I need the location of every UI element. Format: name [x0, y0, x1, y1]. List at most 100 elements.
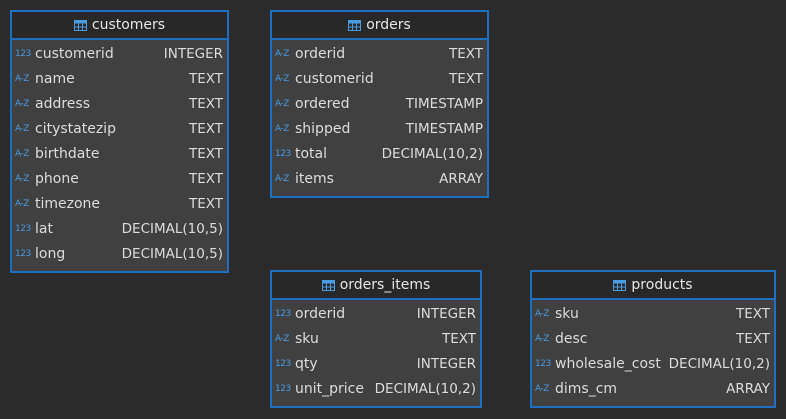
column-type: ARRAY [726, 380, 770, 397]
numeric-type-icon: 123 [275, 308, 291, 319]
entity-header[interactable]: products [532, 272, 774, 300]
table-icon [321, 279, 335, 291]
column-row[interactable]: A-Z name TEXT [12, 66, 227, 91]
numeric-type-icon: 123 [275, 383, 291, 394]
column-name: sku [295, 330, 319, 347]
column-row[interactable]: 123 long DECIMAL(10,5) [12, 241, 227, 266]
column-row[interactable]: A-Z timezone TEXT [12, 191, 227, 216]
column-type: TEXT [188, 95, 223, 112]
entity-title: products [631, 277, 693, 293]
column-row[interactable]: A-Z customerid TEXT [272, 66, 487, 91]
column-name: customerid [35, 45, 114, 62]
column-type: TEXT [441, 330, 476, 347]
text-type-icon: A-Z [15, 73, 29, 84]
column-name: qty [295, 355, 318, 372]
entity-title: orders [366, 17, 411, 33]
entity-header[interactable]: orders_items [272, 272, 480, 300]
column-name: shipped [295, 120, 351, 137]
column-row[interactable]: A-Z address TEXT [12, 91, 227, 116]
table-icon [73, 19, 87, 31]
text-type-icon: A-Z [275, 48, 289, 59]
text-type-icon: A-Z [535, 308, 549, 319]
column-row[interactable]: 123 total DECIMAL(10,2) [272, 141, 487, 166]
numeric-type-icon: 123 [15, 223, 31, 234]
column-name: orderid [295, 45, 346, 62]
text-type-icon: A-Z [275, 123, 289, 134]
table-icon [348, 19, 362, 31]
column-type: TEXT [735, 305, 770, 322]
column-type: TEXT [188, 120, 223, 137]
column-type: TEXT [448, 70, 483, 87]
column-name: desc [555, 330, 588, 347]
text-type-icon: A-Z [15, 148, 29, 159]
column-type: TIMESTAMP [405, 95, 483, 112]
numeric-type-icon: 123 [535, 358, 551, 369]
table-icon [613, 279, 627, 291]
column-name: name [35, 70, 75, 87]
text-type-icon: A-Z [535, 383, 549, 394]
column-type: TIMESTAMP [405, 120, 483, 137]
text-type-icon: A-Z [15, 173, 29, 184]
column-type: DECIMAL(10,2) [374, 380, 476, 397]
column-name: unit_price [295, 380, 364, 397]
column-row[interactable]: A-Z sku TEXT [272, 326, 480, 351]
text-type-icon: A-Z [535, 333, 549, 344]
column-row[interactable]: 123 qty INTEGER [272, 351, 480, 376]
column-name: address [35, 95, 91, 112]
entity-title: customers [91, 17, 166, 33]
text-type-icon: A-Z [275, 333, 289, 344]
column-name: timezone [35, 195, 101, 212]
column-type: TEXT [448, 45, 483, 62]
column-name: long [35, 245, 66, 262]
column-type: TEXT [188, 195, 223, 212]
column-row[interactable]: A-Z orderid TEXT [272, 41, 487, 66]
column-row[interactable]: 123 lat DECIMAL(10,5) [12, 216, 227, 241]
column-type: INTEGER [416, 305, 476, 322]
column-type: DECIMAL(10,2) [381, 145, 483, 162]
column-row[interactable]: A-Z shipped TIMESTAMP [272, 116, 487, 141]
column-name: ordered [295, 95, 350, 112]
text-type-icon: A-Z [275, 73, 289, 84]
column-name: total [295, 145, 328, 162]
text-type-icon: A-Z [15, 198, 29, 209]
text-type-icon: A-Z [275, 98, 289, 109]
text-type-icon: A-Z [15, 98, 29, 109]
column-name: sku [555, 305, 579, 322]
column-row[interactable]: A-Z sku TEXT [532, 301, 774, 326]
numeric-type-icon: 123 [275, 358, 291, 369]
column-name: lat [35, 220, 53, 237]
entity-title: orders_items [339, 277, 431, 293]
entity-header[interactable]: orders [272, 12, 487, 40]
entity-header[interactable]: customers [12, 12, 227, 40]
text-type-icon: A-Z [15, 123, 29, 134]
column-type: TEXT [735, 330, 770, 347]
column-row[interactable]: A-Z desc TEXT [532, 326, 774, 351]
column-type: DECIMAL(10,5) [121, 245, 223, 262]
column-type: DECIMAL(10,5) [121, 220, 223, 237]
column-row[interactable]: A-Z ordered TIMESTAMP [272, 91, 487, 116]
numeric-type-icon: 123 [275, 148, 291, 159]
column-type: TEXT [188, 70, 223, 87]
column-type: INTEGER [416, 355, 476, 372]
column-name: phone [35, 170, 79, 187]
numeric-type-icon: 123 [15, 248, 31, 259]
column-name: customerid [295, 70, 374, 87]
column-name: items [295, 170, 334, 187]
column-row[interactable]: 123 unit_price DECIMAL(10,2) [272, 376, 480, 401]
